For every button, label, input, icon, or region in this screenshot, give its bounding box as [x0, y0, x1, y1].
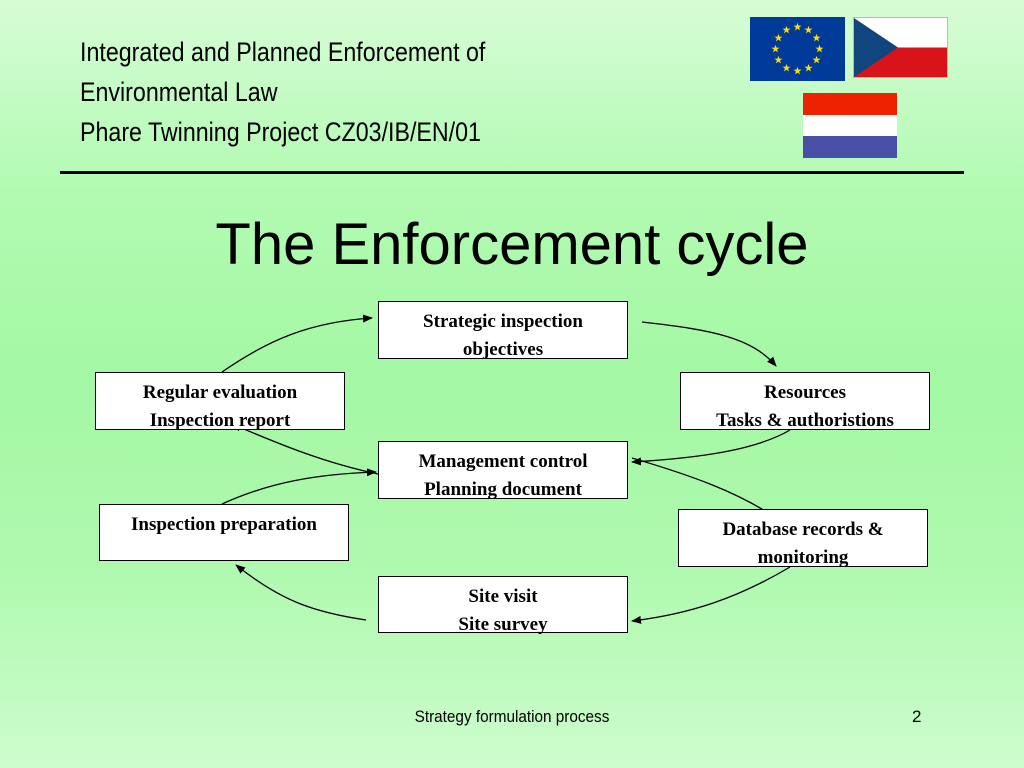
node-label: Database records &	[722, 519, 884, 540]
node-label: Inspection preparation	[131, 514, 317, 535]
project-header: Integrated and Planned Enforcement of En…	[80, 32, 485, 152]
arrow-database-to-site	[631, 566, 791, 624]
netherlands-flag-graphic	[803, 93, 897, 158]
node-label: Site survey	[458, 614, 548, 635]
arrow-preparation-to-management	[221, 468, 377, 505]
node-label: Management control	[418, 451, 588, 472]
eu-star-icon	[793, 66, 802, 75]
eu-flag-icon	[750, 17, 845, 81]
arrow-strategic-to-resources	[641, 321, 777, 367]
arrow-site-to-preparation	[235, 564, 367, 621]
node-regular-evaluation: Regular evaluation Inspection report	[95, 372, 345, 431]
eu-star-icon	[793, 22, 802, 31]
eu-star-icon	[782, 25, 791, 34]
arrow-resources-to-management	[631, 429, 791, 466]
node-inspection-preparation: Inspection preparation	[99, 504, 349, 561]
node-label: Regular evaluation	[142, 382, 298, 403]
node-database-records: Database records & monitoring	[678, 509, 928, 568]
eu-star-icon	[774, 55, 783, 64]
eu-star-icon	[804, 25, 813, 34]
czech-flag-icon	[853, 17, 948, 78]
footer-text: Strategy formulation process	[414, 707, 610, 726]
node-management-control: Management control Planning document	[378, 441, 628, 500]
eu-star-icon	[771, 44, 780, 53]
eu-star-icon	[812, 55, 821, 64]
node-site-visit: Site visit Site survey	[378, 576, 628, 635]
czech-flag-graphic	[854, 18, 947, 77]
header-line: Environmental Law	[80, 77, 278, 107]
node-label: Site visit	[468, 586, 538, 607]
node-label: Inspection report	[149, 410, 291, 431]
node-label: Resources	[764, 382, 846, 403]
header-line: Integrated and Planned Enforcement of	[80, 37, 486, 67]
arrow-regular-to-strategic	[221, 314, 373, 373]
slide-title: The Enforcement cycle	[215, 212, 809, 277]
node-label: objectives	[462, 339, 544, 360]
node-label: Tasks & authoristions	[716, 410, 894, 431]
eu-star-icon	[812, 33, 821, 42]
eu-star-icon	[815, 44, 824, 53]
eu-star-icon	[804, 63, 813, 72]
eu-star-icon	[782, 63, 791, 72]
header-line: Phare Twinning Project CZ03/IB/EN/01	[80, 117, 481, 147]
node-label: Strategic inspection	[423, 311, 583, 332]
netherlands-flag-icon	[803, 93, 897, 158]
node-label: monitoring	[757, 547, 849, 568]
node-resources: Resources Tasks & authoristions	[680, 372, 930, 431]
page-number: 2	[912, 707, 922, 726]
node-strategic-inspection-objectives: Strategic inspection objectives	[378, 301, 628, 360]
node-label: Planning document	[424, 479, 582, 500]
header-divider	[60, 171, 964, 174]
eu-stars	[771, 22, 824, 75]
eu-star-icon	[774, 33, 783, 42]
